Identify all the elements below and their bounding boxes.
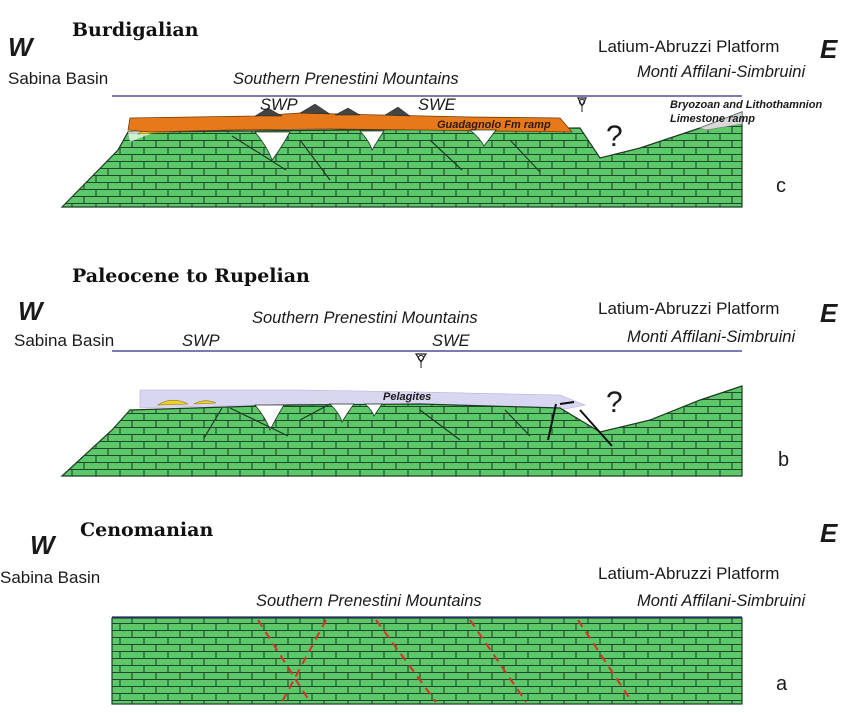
panel-a-prenestini-label: Southern Prenestini Mountains [256, 592, 482, 610]
panel-b-prenestini-label: Southern Prenestini Mountains [252, 309, 478, 327]
panel-b-paleocene-rupelian: Paleocene to Rupelian W E Sabina Basin S… [14, 265, 838, 477]
panel-a-east-marker: E [820, 518, 838, 548]
panel-c-latium-abruzzi-label: Latium-Abruzzi Platform [598, 37, 779, 56]
panel-c-limestone-body [60, 111, 743, 208]
panel-b-yellow-lens-2 [193, 400, 217, 405]
panel-b-sabina-basin-label: Sabina Basin [14, 331, 114, 350]
panel-b-title: Paleocene to Rupelian [72, 265, 310, 287]
panel-b-yellow-lens-1 [156, 399, 189, 406]
panel-b-major-faults [547, 401, 613, 447]
panel-b-sea-level-icon [414, 353, 428, 368]
panel-c-ramp-wedges [254, 103, 411, 117]
panel-b-west-marker: W [18, 296, 45, 326]
panel-b-question-mark: ? [606, 386, 623, 419]
panel-a-sabina-basin-label: Sabina Basin [0, 568, 100, 587]
panel-b-letter: b [778, 449, 789, 471]
panel-c-swe-label: SWE [418, 96, 457, 114]
panel-c-sabina-basin-label: Sabina Basin [8, 69, 108, 88]
panel-c-bryozoan-label-2: Limestone ramp [670, 113, 755, 125]
panel-a-affilani-label: Monti Affilani-Simbruini [637, 592, 806, 610]
panel-c-bryozoan-ramp [699, 111, 743, 131]
panel-a-latium-abruzzi-label: Latium-Abruzzi Platform [598, 564, 779, 583]
panel-b-swe-label: SWE [432, 332, 471, 350]
panel-c-bryozoan-label-1: Bryozoan and Lithothamnion [670, 99, 822, 111]
panel-c-channels [254, 129, 497, 161]
panel-c-faults [231, 135, 541, 181]
panel-c-prenestini-label: Southern Prenestini Mountains [233, 70, 459, 88]
panel-c-title: Burdigalian [72, 19, 199, 41]
panel-c-letter: c [776, 175, 786, 197]
panel-c-ramp-label: Guadagnolo Fm ramp [437, 119, 551, 131]
panel-a-cenomanian: Cenomanian W E Sabina Basin Southern Pre… [0, 518, 838, 705]
panel-b-swp-label: SWP [182, 332, 220, 350]
panel-a-red-faults [257, 619, 633, 703]
panel-a-west-marker: W [30, 530, 57, 560]
panel-c-west-marker: W [8, 32, 35, 62]
panel-c-east-marker: E [820, 34, 838, 64]
panel-b-faults [203, 403, 531, 441]
panel-b-affilani-label: Monti Affilani-Simbruini [627, 328, 796, 346]
panel-c-sea-level-icon [577, 97, 587, 112]
panel-b-channels [254, 403, 383, 432]
panel-b-latium-abruzzi-label: Latium-Abruzzi Platform [598, 299, 779, 318]
panel-c-burdigalian: Burdigalian W E Sabina Basin Southern Pr… [8, 19, 838, 208]
panel-b-pelagites-label: Pelagites [383, 391, 431, 403]
panel-a-letter: a [776, 673, 788, 695]
panel-c-affilani-label: Monti Affilani-Simbruini [637, 63, 806, 81]
panel-a-title: Cenomanian [80, 519, 213, 541]
panel-c-question-mark: ? [606, 120, 623, 153]
panel-c-swp-label: SWP [260, 96, 298, 114]
panel-b-east-marker: E [820, 298, 838, 328]
